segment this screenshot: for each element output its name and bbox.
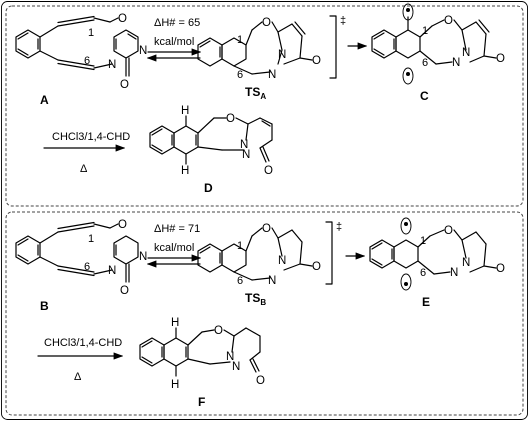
nitrogen-atom: N	[226, 351, 234, 363]
conditions-a: CHCl3/1,4-CHD	[52, 131, 130, 143]
hydrogen-atom: H	[171, 379, 179, 391]
compound-label-f: F	[198, 395, 205, 409]
conditions-top: CHCl3/1,4-CHD Δ	[43, 131, 130, 175]
nitrogen-atom: N	[452, 57, 460, 69]
top-panel-frame	[5, 5, 524, 207]
dagger-b: ‡	[336, 221, 342, 233]
heat-a: Δ	[80, 163, 88, 175]
nitrogen-atom: N	[240, 139, 248, 151]
oxygen-atom: O	[262, 17, 271, 29]
nitrogen-atom: N	[462, 257, 470, 269]
hydrogen-atom: H	[181, 105, 189, 117]
locant-6: 6	[237, 275, 243, 287]
oxygen-atom: O	[312, 55, 321, 67]
nitrogen-atom: N	[108, 59, 116, 71]
activation-energy-a: ΔH# = 65	[154, 17, 200, 29]
locant-6: 6	[237, 69, 243, 81]
locant-6: 6	[84, 261, 90, 273]
nitrogen-atom: N	[242, 149, 250, 161]
locant-1: 1	[422, 25, 428, 37]
diradical-e: O N N O 1 6 E	[369, 217, 505, 309]
oxygen-atom: O	[256, 375, 265, 387]
oxygen-atom: O	[226, 113, 235, 125]
nitrogen-atom: N	[139, 251, 147, 263]
oxygen-atom: O	[214, 325, 223, 337]
locant-1: 1	[237, 240, 243, 252]
energy-unit-b: kcal/mol	[154, 242, 194, 254]
ts-label-a: TSA	[245, 85, 266, 101]
locant-1: 1	[88, 233, 94, 245]
dagger-a: ‡	[340, 15, 346, 27]
nitrogen-atom: N	[232, 361, 240, 373]
product-f: O N N O H H F	[139, 317, 265, 409]
activation-energy-b: ΔH# = 71	[154, 223, 200, 235]
locant-1: 1	[88, 27, 94, 39]
heat-b: Δ	[74, 371, 82, 383]
nitrogen-atom: N	[450, 267, 458, 279]
conditions-bottom: CHCl3/1,4-CHD Δ	[37, 337, 124, 383]
nitrogen-atom: N	[278, 255, 286, 267]
locant-6: 6	[84, 55, 90, 67]
bottom-panel-frame	[5, 211, 524, 416]
nitrogen-atom: N	[139, 45, 147, 57]
locant-1: 1	[420, 235, 426, 247]
compound-a: O N N O 1 6 A	[15, 13, 147, 107]
nitrogen-atom: N	[278, 49, 286, 61]
oxygen-atom: O	[496, 263, 505, 275]
compound-label-d: D	[204, 181, 213, 195]
diradical-c: O N N O 1 6 C	[371, 1, 505, 103]
hydrogen-atom: H	[181, 165, 189, 177]
compound-label-a: A	[40, 93, 49, 107]
compound-label-c: C	[420, 89, 429, 103]
nitrogen-atom: N	[108, 265, 116, 277]
oxygen-atom: O	[264, 165, 273, 177]
energy-unit-a: kcal/mol	[154, 36, 194, 48]
nitrogen-atom: N	[268, 275, 276, 287]
nitrogen-atom: N	[462, 47, 470, 59]
oxygen-atom: O	[496, 53, 505, 65]
locant-6: 6	[420, 267, 426, 279]
oxygen-atom: O	[118, 13, 127, 25]
locant-1: 1	[237, 34, 243, 46]
oxygen-atom: O	[444, 225, 453, 237]
equilibrium-top: ΔH# = 65 kcal/mol	[146, 17, 202, 62]
oxygen-atom: O	[312, 261, 321, 273]
equilibrium-bottom: ΔH# = 71 kcal/mol	[146, 223, 202, 268]
oxygen-atom: O	[262, 223, 271, 235]
oxygen-atom: O	[444, 15, 453, 27]
locant-6: 6	[422, 57, 428, 69]
compound-label-b: B	[40, 299, 49, 313]
nitrogen-atom: N	[268, 69, 276, 81]
hydrogen-atom: H	[171, 317, 179, 329]
oxygen-atom: O	[120, 285, 129, 297]
ts-label-b: TSB	[245, 291, 266, 307]
transition-state-a: O N N O 1 6 TSA ‡	[197, 15, 346, 101]
compound-label-e: E	[422, 295, 430, 309]
conditions-b: CHCl3/1,4-CHD	[44, 337, 122, 349]
oxygen-atom: O	[120, 79, 129, 91]
product-d: O N N O H H D	[149, 105, 273, 195]
oxygen-atom: O	[118, 219, 127, 231]
transition-state-b: O N N O 1 6 TSB ‡	[197, 221, 342, 307]
compound-b: O N N O 1 6 B	[15, 219, 147, 313]
